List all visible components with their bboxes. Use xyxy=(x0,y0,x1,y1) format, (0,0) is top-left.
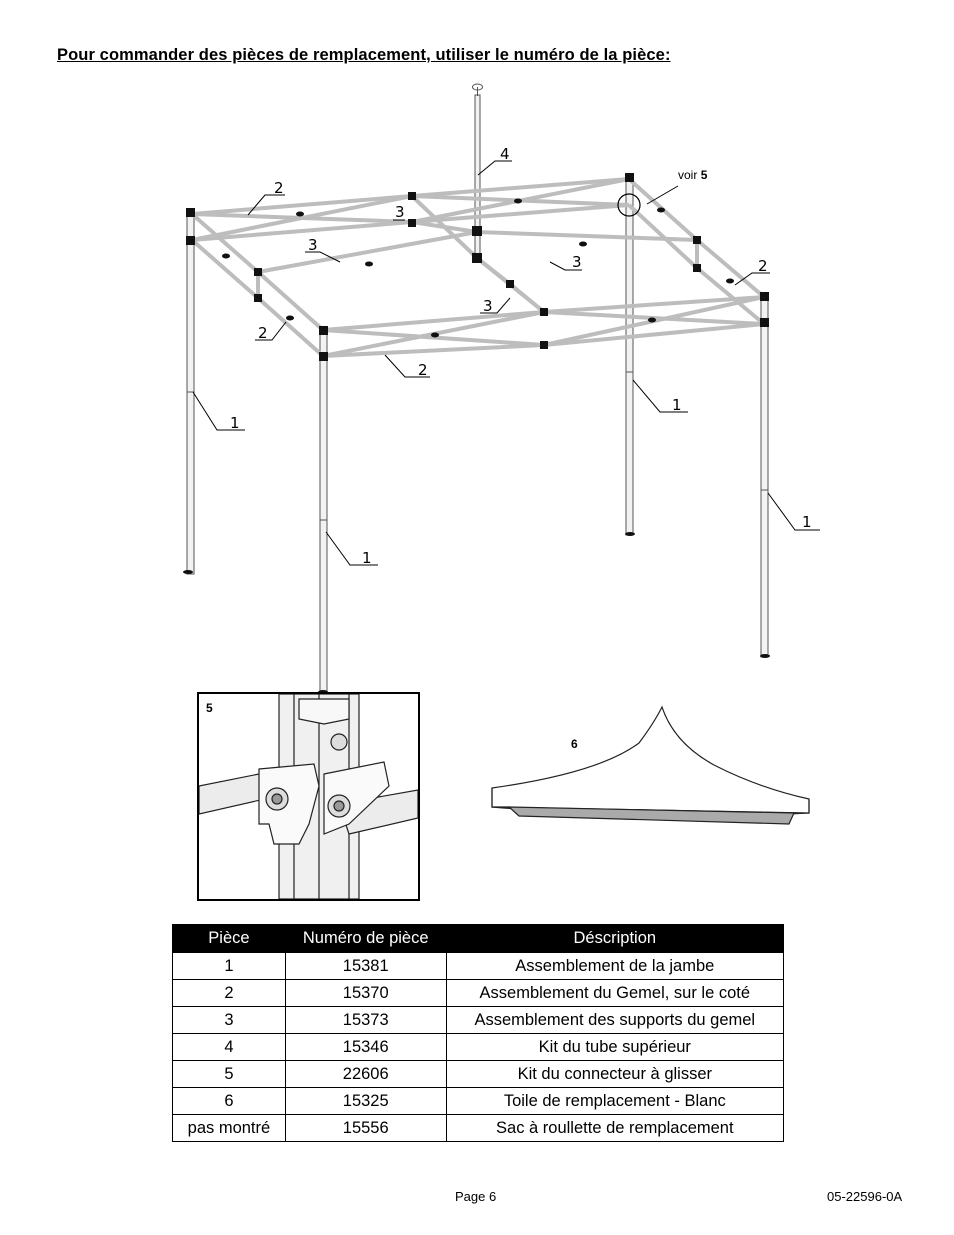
cell-part-number: 15381 xyxy=(284,952,447,980)
callout-2: 2 xyxy=(258,324,268,342)
table-header-row: Pièce Numéro de pièce Déscription xyxy=(172,924,785,953)
callout-3: 3 xyxy=(395,203,405,221)
cell-description: Assemblement de la jambe xyxy=(445,952,785,980)
table-row: 4 15346 Kit du tube supérieur xyxy=(172,1033,785,1061)
callout-1: 1 xyxy=(672,396,682,414)
table-row: 6 15325 Toile de remplacement - Blanc xyxy=(172,1087,785,1115)
parts-table: Pièce Numéro de pièce Déscription 1 1538… xyxy=(172,924,785,1142)
callout-3: 3 xyxy=(572,253,582,271)
cell-part: 4 xyxy=(172,1033,286,1061)
header-part: Pièce xyxy=(172,924,286,953)
leader-lines xyxy=(192,160,820,566)
table-row: 3 15373 Assemblement des supports du gem… xyxy=(172,1006,785,1034)
page-number: Page 6 xyxy=(455,1189,497,1204)
cell-part: 3 xyxy=(172,1006,286,1034)
callout-3: 3 xyxy=(483,297,493,315)
cell-part: pas montré xyxy=(172,1114,286,1142)
callout-2: 2 xyxy=(758,257,768,275)
table-row: pas montré 15556 Sac à roullette de remp… xyxy=(172,1114,785,1142)
cell-description: Kit du connecteur à glisser xyxy=(445,1060,785,1088)
header-part-number: Numéro de pièce xyxy=(284,924,447,953)
callout-4: 4 xyxy=(500,145,510,163)
cell-part-number: 15373 xyxy=(284,1006,447,1034)
callout-1: 1 xyxy=(362,549,372,567)
slide-connector-illustration xyxy=(199,694,418,899)
cell-description: Sac à roullette de remplacement xyxy=(445,1114,785,1142)
canopy-6-number: 6 xyxy=(571,737,578,751)
header-description: Déscription xyxy=(445,924,785,953)
joints xyxy=(183,173,770,694)
callout-2: 2 xyxy=(418,361,428,379)
see-detail-note: voir 5 xyxy=(678,168,708,182)
callout-2: 2 xyxy=(274,179,284,197)
cell-description: Kit du tube supérieur xyxy=(445,1033,785,1061)
cell-part-number: 15556 xyxy=(284,1114,447,1142)
table-row: 1 15381 Assemblement de la jambe xyxy=(172,952,785,980)
cell-part: 2 xyxy=(172,979,286,1007)
callout-3: 3 xyxy=(308,236,318,254)
cell-part: 5 xyxy=(172,1060,286,1088)
cell-description: Assemblement des supports du gemel xyxy=(445,1006,785,1034)
cell-description: Assemblement du Gemel, sur le coté xyxy=(445,979,785,1007)
cell-part-number: 22606 xyxy=(284,1060,447,1088)
callout-1: 1 xyxy=(230,414,240,432)
cell-part-number: 15370 xyxy=(284,979,447,1007)
detail-5-inset xyxy=(197,692,420,901)
cell-part: 6 xyxy=(172,1087,286,1115)
page-heading: Pour commander des pièces de remplacemen… xyxy=(57,46,671,64)
table-row: 2 15370 Assemblement du Gemel, sur le co… xyxy=(172,979,785,1007)
document-number: 05-22596-0A xyxy=(827,1189,903,1204)
cell-part: 1 xyxy=(172,952,286,980)
canopy-top-illustration xyxy=(491,705,810,825)
cell-description: Toile de remplacement - Blanc xyxy=(445,1087,785,1115)
cell-part-number: 15325 xyxy=(284,1087,447,1115)
detail-5-number: 5 xyxy=(206,701,213,715)
cell-part-number: 15346 xyxy=(284,1033,447,1061)
table-row: 5 22606 Kit du connecteur à glisser xyxy=(172,1060,785,1088)
callout-1: 1 xyxy=(802,513,812,531)
